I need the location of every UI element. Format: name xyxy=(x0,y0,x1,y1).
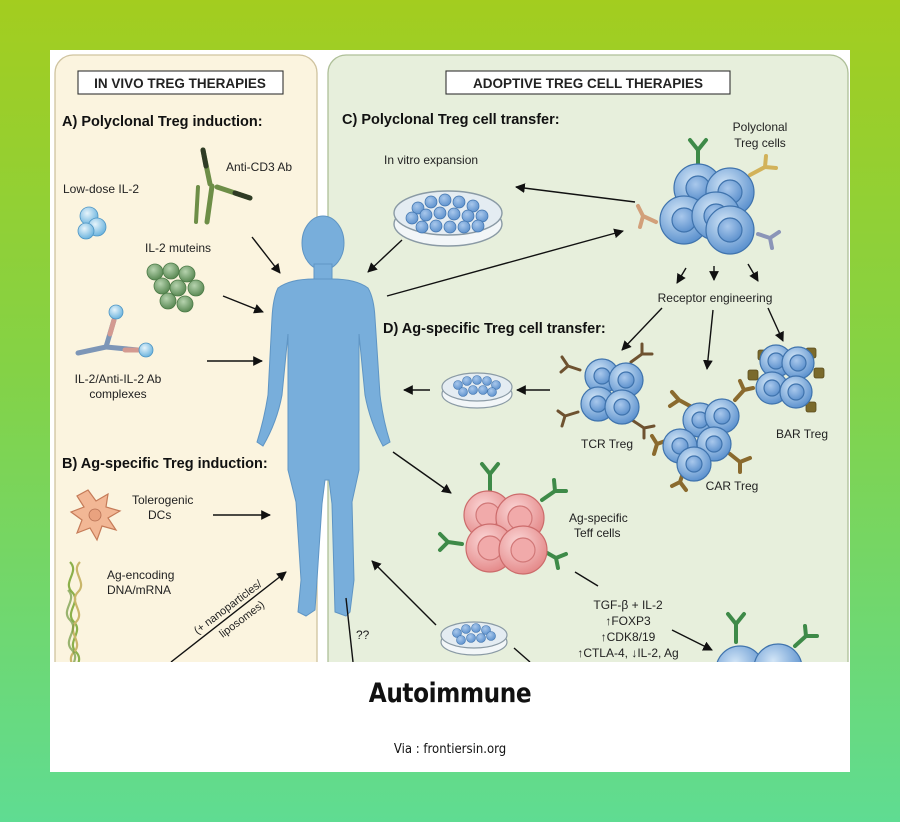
svg-text:↑CTLA-4, ↓IL-2, Ag: ↑CTLA-4, ↓IL-2, Ag xyxy=(577,646,678,660)
car-treg-label: CAR Treg xyxy=(706,479,759,493)
il2-muteins-icon xyxy=(146,262,205,313)
petri-dish-expansion xyxy=(393,190,503,247)
section-a-heading: A) Polyclonal Treg induction: xyxy=(62,114,263,130)
svg-text:↑FOXP3: ↑FOXP3 xyxy=(605,614,651,628)
in-vitro-expansion-label: In vitro expansion xyxy=(384,153,478,167)
engineering-arrows xyxy=(621,263,784,370)
right-panel-title: ADOPTIVE TREG CELL THERAPIES xyxy=(473,76,703,91)
petri-dish-bottom xyxy=(440,621,508,656)
bar-treg-label: BAR Treg xyxy=(776,427,828,441)
low-dose-il2-icon xyxy=(77,206,107,240)
human-body-silhouette xyxy=(256,215,391,617)
polyclonal-arrows xyxy=(367,183,636,297)
ag-teff-label-line1: Ag-specific xyxy=(569,511,628,525)
left-panel-title: IN VIVO TREG THERAPIES xyxy=(94,76,266,91)
anti-cd3-antibody-icon xyxy=(194,147,253,225)
tolerogenic-label-line1: Tolerogenic xyxy=(132,493,193,507)
body-to-teff-arrow xyxy=(392,451,452,494)
il2-muteins-label: IL-2 muteins xyxy=(145,241,211,255)
ag-specific-teff-cluster xyxy=(438,462,568,575)
treg-therapy-diagram: IN VIVO TREG THERAPIES ADOPTIVE TREG CEL… xyxy=(50,50,850,695)
bottom-arrows xyxy=(345,560,437,663)
svg-text:TGF-β + IL-2: TGF-β + IL-2 xyxy=(593,598,663,612)
caption-title: Autoimmune xyxy=(368,678,532,709)
section-d-heading: D) Ag-specific Treg cell transfer: xyxy=(383,321,606,337)
ag-encoding-label-line1: Ag-encoding xyxy=(107,568,174,582)
anti-cd3-label: Anti-CD3 Ab xyxy=(226,160,292,174)
il2-complex-label-line2: complexes xyxy=(89,387,146,401)
bar-treg-cluster xyxy=(747,344,825,413)
low-dose-il2-label: Low-dose IL-2 xyxy=(63,182,139,196)
polyclonal-treg-label-line1: Polyclonal xyxy=(733,120,788,134)
tolerogenic-dc-icon xyxy=(69,489,122,542)
tcr-treg-label: TCR Treg xyxy=(581,437,633,451)
teff-conversion-arrows xyxy=(513,571,713,663)
polyclonal-treg-cluster xyxy=(636,138,781,255)
car-treg-cluster xyxy=(650,379,755,492)
tcr-treg-cluster xyxy=(556,342,656,440)
petri-dish-ag-specific xyxy=(441,372,513,409)
infographic-card: IN VIVO TREG THERAPIES ADOPTIVE TREG CEL… xyxy=(50,50,850,772)
tolerogenic-label-line2: DCs xyxy=(148,508,171,522)
section-b-heading: B) Ag-specific Treg induction: xyxy=(62,456,268,472)
section-c-heading: C) Polyclonal Treg cell transfer: xyxy=(342,112,560,128)
conversion-factors: TGF-β + IL-2 ↑FOXP3 ↑CDK8/19 ↑CTLA-4, ↓I… xyxy=(577,598,678,660)
question-marks: ?? xyxy=(356,628,370,642)
ag-teff-label-line2: Teff cells xyxy=(574,526,620,540)
svg-text:↑CDK8/19: ↑CDK8/19 xyxy=(601,630,656,644)
receptor-engineering-label: Receptor engineering xyxy=(658,291,773,305)
il2-complex-label-line1: IL-2/Anti-IL-2 Ab xyxy=(75,372,162,386)
left-arrows xyxy=(170,236,287,663)
il2-complex-icon xyxy=(75,304,154,358)
ag-encoding-label-line2: DNA/mRNA xyxy=(107,583,171,597)
caption-source: Via : frontiersin.org xyxy=(393,742,507,757)
caption-area: Autoimmune Via : frontiersin.org xyxy=(50,662,850,772)
polyclonal-treg-label-line2: Treg cells xyxy=(734,136,786,150)
